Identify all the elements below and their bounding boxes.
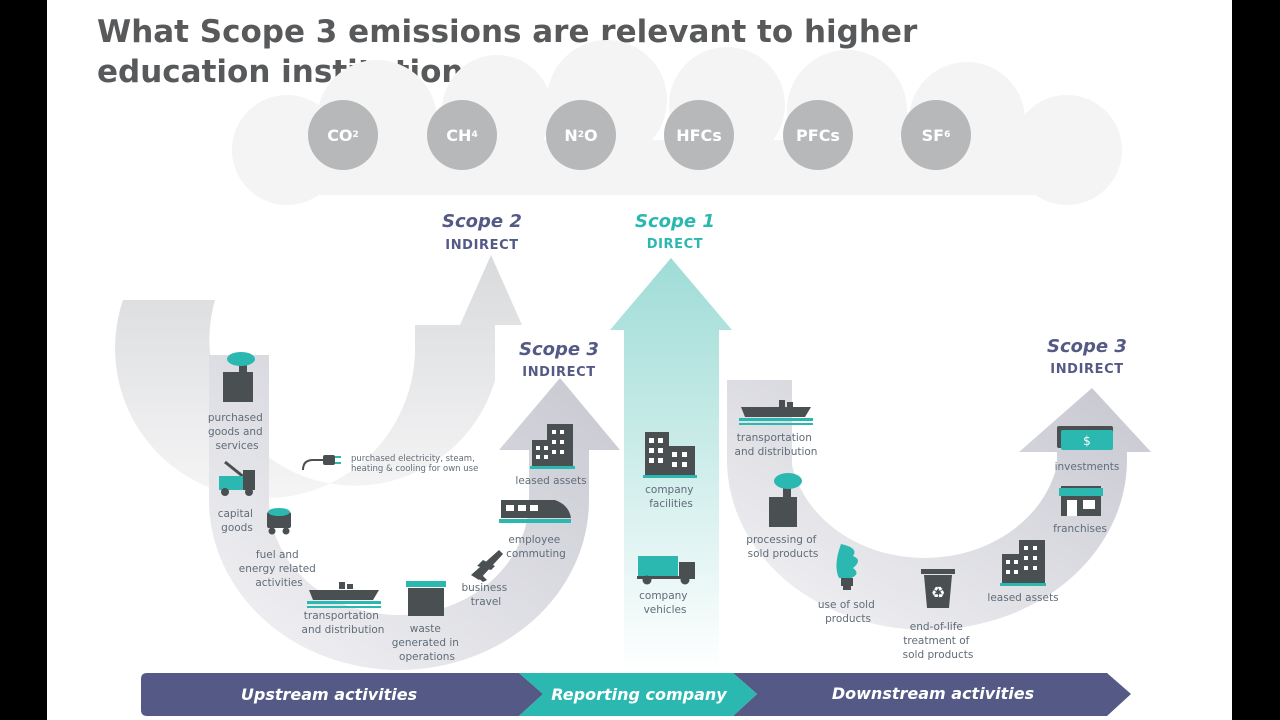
- label-franchises: franchises: [1053, 523, 1107, 535]
- label-transport-downstream: transportation and distribution: [735, 432, 818, 458]
- reporting-label: Reporting company: [551, 685, 727, 704]
- scope3-upstream-type: INDIRECT: [522, 365, 595, 380]
- train-icon: [499, 500, 571, 523]
- label-use-sold: use of sold products: [818, 599, 878, 625]
- label-investments: investments: [1055, 461, 1120, 473]
- gas-circle: HFCs: [664, 100, 734, 170]
- label-company-facilities: company facilities: [645, 484, 697, 510]
- gas-subscript: 2: [577, 130, 585, 140]
- scope3-downstream-type: INDIRECT: [1050, 362, 1123, 377]
- airplane-icon: [471, 550, 503, 582]
- label-capital-goods: capital goods: [218, 508, 257, 534]
- gas-circle: PFCs: [783, 100, 853, 170]
- scope3-downstream-name: Scope 3: [1047, 336, 1127, 357]
- label-leased-upstream: leased assets: [515, 475, 586, 487]
- lightbulb-icon: [836, 544, 858, 590]
- label-business-travel: business travel: [461, 582, 510, 608]
- ship-icon-upstream: [307, 582, 381, 608]
- label-company-vehicles: company vehicles: [639, 590, 691, 616]
- scope2-name: Scope 2: [442, 211, 522, 232]
- factory-icon-processing: [769, 473, 802, 527]
- coal-cart-icon: [267, 508, 291, 535]
- gas-label: CH: [446, 125, 472, 145]
- scope2-type: INDIRECT: [445, 238, 518, 253]
- scope1-type: DIRECT: [647, 237, 704, 252]
- page-title: What Scope 3 emissions are relevant to h…: [97, 14, 918, 90]
- gas-label: HFCs: [676, 125, 722, 145]
- building-icon-facilities: [643, 432, 697, 478]
- reporting-segment: [519, 673, 757, 716]
- gas-label: CO: [327, 125, 353, 145]
- label-end-of-life: end-of-life treatment of sold products: [903, 621, 974, 661]
- slide: What Scope 3 emissions are relevant to h…: [47, 0, 1232, 720]
- factory-icon: [223, 352, 255, 402]
- upstream-segment: [141, 673, 543, 716]
- label-fuel-energy: fuel and energy related activities: [239, 549, 319, 589]
- scope1-name: Scope 1: [635, 211, 715, 232]
- svg-text:♻: ♻: [931, 583, 945, 602]
- label-processing: processing of sold products: [746, 534, 819, 560]
- label-transport-upstream: transportation and distribution: [302, 610, 385, 636]
- gas-subscript: 4: [471, 130, 478, 140]
- label-employee-commuting: employee commuting: [506, 534, 566, 560]
- downstream-label: Downstream activities: [832, 684, 1034, 703]
- gas-label: PFCs: [796, 125, 840, 145]
- gas-subscript: 2: [352, 130, 359, 140]
- label-waste: waste generated in operations: [392, 623, 463, 663]
- ship-icon-downstream: [739, 400, 813, 425]
- gas-label-tail: O: [584, 125, 598, 145]
- gas-label: SF: [921, 125, 945, 145]
- plug-icon: [302, 455, 341, 471]
- shop-icon: [1059, 486, 1103, 516]
- activity-bar: Upstream activities Reporting company Do…: [141, 673, 1131, 716]
- recycle-bin-icon: ♻: [921, 569, 955, 608]
- dumpster-icon: [406, 581, 446, 616]
- building-icon-upstream: [530, 424, 575, 469]
- scope3-upstream-name: Scope 3: [519, 339, 599, 360]
- upstream-label: Upstream activities: [241, 685, 417, 704]
- downstream-segment: [733, 673, 1131, 716]
- crane-truck-icon: [219, 460, 255, 496]
- label-electricity: purchased electricity, steam, heating & …: [351, 454, 478, 474]
- gas-subscript: 6: [944, 130, 951, 140]
- gas-label: N: [564, 125, 578, 145]
- label-leased-downstream: leased assets: [987, 592, 1058, 604]
- money-icon: $: [1057, 426, 1113, 450]
- svg-text:$: $: [1083, 434, 1091, 448]
- label-purchased-goods: purchased goods and services: [208, 412, 266, 452]
- truck-icon-company: [637, 556, 695, 585]
- building-icon-downstream: [1000, 540, 1046, 586]
